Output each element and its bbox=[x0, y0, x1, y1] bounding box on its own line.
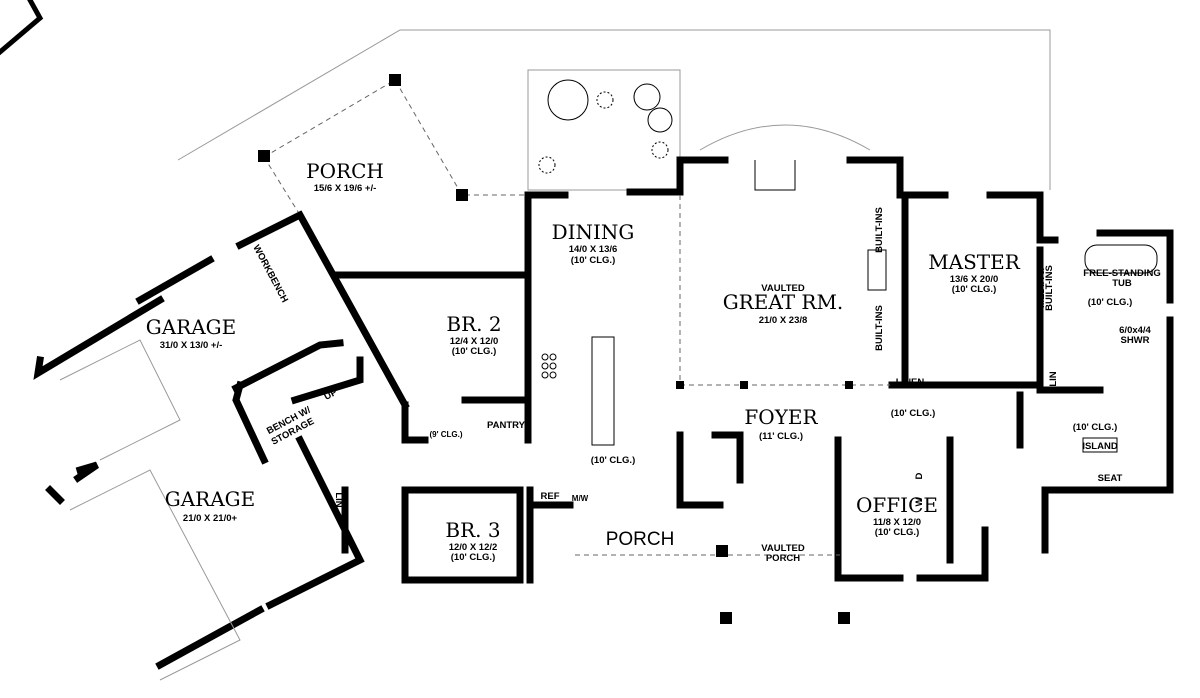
washer-label: W bbox=[914, 497, 925, 506]
br2-ceiling: (10' CLG.) bbox=[452, 346, 497, 357]
built-ins-bottom-label: BUILT-INS bbox=[874, 305, 885, 351]
dining-size: 14/0 X 13/6 bbox=[569, 244, 618, 255]
tub-label-1: FREE-STANDING bbox=[1083, 268, 1160, 279]
office-label: OFFICE bbox=[856, 493, 938, 517]
br3-label: BR. 3 bbox=[445, 518, 500, 542]
mud-ceiling: (9' CLG.) bbox=[429, 430, 462, 439]
shower-size: 6/0x4/4 bbox=[1119, 325, 1151, 336]
master-label: MASTER bbox=[928, 250, 1021, 274]
site-lines bbox=[0, 0, 1051, 191]
landscape-plants bbox=[538, 79, 673, 174]
garage-2-label: GARAGE bbox=[165, 487, 256, 511]
garage-1-size: 31/0 X 13/0 +/- bbox=[160, 340, 223, 351]
master-size: 13/6 X 20/0 bbox=[950, 274, 999, 285]
vaulted-porch-label-2: PORCH bbox=[766, 553, 800, 564]
bath-lin-label: LIN bbox=[1048, 371, 1059, 386]
pantry-label: PANTRY bbox=[487, 420, 526, 431]
rear-porch-label: PORCH bbox=[306, 159, 384, 183]
great-room-label: GREAT RM. bbox=[723, 290, 844, 314]
hall-ceiling: (10' CLG.) bbox=[891, 408, 936, 419]
island-label: ISLAND bbox=[1082, 441, 1118, 452]
vaulted-porch-label-1: VAULTED bbox=[761, 543, 805, 554]
tub-label-2: TUB bbox=[1112, 278, 1132, 289]
br2-label: BR. 2 bbox=[446, 312, 501, 336]
great-room-prefix: VAULTED bbox=[761, 283, 805, 294]
microwave-label: M/W bbox=[572, 494, 589, 503]
dining-ceiling: (10' CLG.) bbox=[571, 255, 616, 266]
office-size: 11/8 X 12/0 bbox=[873, 517, 921, 528]
media-label-1: MEDIA & bbox=[1036, 268, 1047, 308]
ref-label: REF bbox=[541, 491, 560, 502]
dryer-label: D bbox=[914, 472, 925, 479]
br3-size: 12/0 X 12/2 bbox=[449, 542, 498, 553]
front-porch-label: PORCH bbox=[606, 529, 675, 550]
seat-label: SEAT bbox=[1098, 473, 1123, 484]
garage-2-size: 21/0 X 21/0+ bbox=[183, 513, 238, 524]
media-label-2: BUILT-INS bbox=[1044, 265, 1055, 311]
workbench-label: WORKBENCH bbox=[250, 243, 290, 305]
fixtures bbox=[59, 124, 1158, 681]
dining-label: DINING bbox=[552, 220, 635, 244]
br3-ceiling: (10' CLG.) bbox=[451, 552, 496, 563]
rear-porch-size: 15/6 X 19/6 +/- bbox=[314, 183, 377, 194]
master-ceiling: (10' CLG.) bbox=[952, 284, 997, 295]
great-room-size: 21/0 X 23/8 bbox=[759, 315, 808, 326]
garage-lin-label: LIN bbox=[333, 492, 344, 507]
linen-label: LINEN bbox=[896, 377, 925, 388]
built-ins-top-label: BUILT-INS bbox=[874, 207, 885, 253]
shower-label: SHWR bbox=[1120, 335, 1149, 346]
garage-1-label: GARAGE bbox=[146, 315, 237, 339]
kitchen-ceiling: (10' CLG.) bbox=[591, 455, 636, 466]
closet-ceiling: (10' CLG.) bbox=[1073, 422, 1118, 433]
foyer-ceiling: (11' CLG.) bbox=[759, 431, 803, 442]
foyer-label: FOYER bbox=[744, 405, 818, 429]
rear-porch-outline bbox=[258, 74, 528, 216]
walls bbox=[33, 156, 1174, 670]
bath-ceiling: (10' CLG.) bbox=[1088, 297, 1133, 308]
office-ceiling: (10' CLG.) bbox=[875, 527, 920, 538]
br2-size: 12/4 X 12/0 bbox=[450, 336, 499, 347]
